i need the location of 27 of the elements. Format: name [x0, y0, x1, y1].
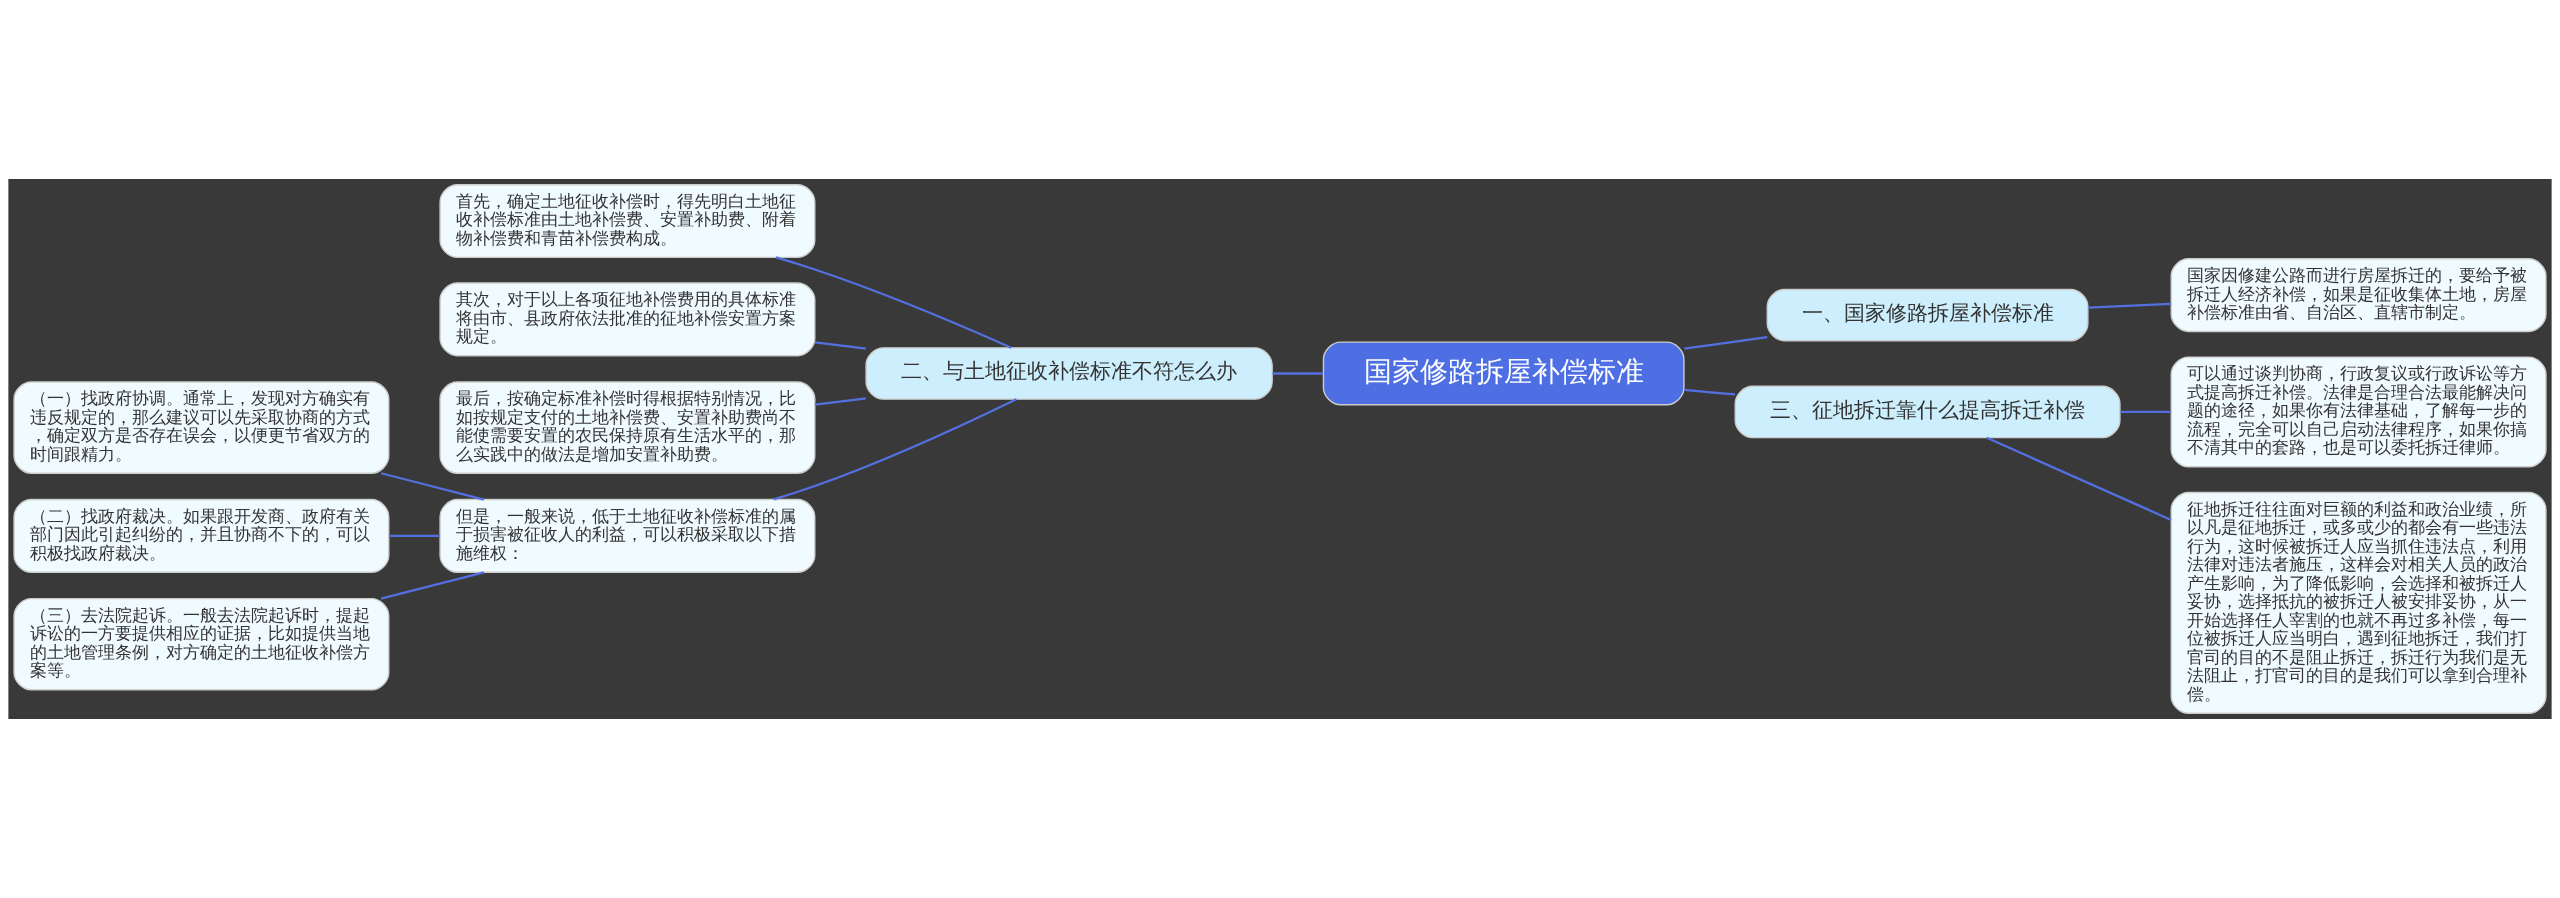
- connector: [1684, 336, 1768, 350]
- connector: [814, 341, 866, 350]
- node-box: 一、国家修路拆屋补偿标准: [1766, 288, 2089, 342]
- connector: [773, 398, 1017, 501]
- node-box: （二）找政府裁决。如果跟开发商、政府有关部门因此引起纠纷的，并且协商不下的，可以积极找政府裁决。: [13, 498, 390, 573]
- node-box: 征地拆迁往往面对巨额的利益和政治业绩，所以凡是征地拆迁，或多或少的都会有一些违法行为，这时候被拆迁人应当抓住违法点，利用法律对违法者施压，这样会对相关人员的政治产生影响，为了降低影响，会选择和被拆迁人妥协，选择抵抗的被拆迁人被安排妥协，从一开始选择任人宰割的也就不再过多补偿，每一位被拆迁人应当明白，遇到征地拆迁，我们打官司的目的不是阻止拆迁，拆迁行为我们是无法阻止，打官司的目的是我们可以拿到合理补偿。: [2170, 491, 2547, 714]
- node-box: （三）去法院起诉。一般去法院起诉时，提起诉讼的一方要提供相应的证据，比如提供当地的土地管理条例，对方确定的土地征收补偿方案等。: [13, 597, 390, 691]
- node-box: 但是，一般来说，低于土地征收补偿标准的属于损害被征收人的利益，可以积极采取以下措施维权：: [439, 498, 816, 573]
- connector: [814, 397, 866, 406]
- connector: [1986, 436, 2172, 521]
- connector: [389, 534, 440, 538]
- node-box: 国家因修建公路而进行房屋拆迁的，要给予被拆迁人经济补偿，如果是征收集体土地，房屋补偿标准由省、自治区、直辖市制定。: [2170, 258, 2547, 333]
- connector: [380, 571, 485, 600]
- node-box: 二、与土地征收补偿标准不符怎么办: [865, 347, 1273, 400]
- connector: [2088, 302, 2171, 309]
- connector: [775, 256, 1012, 349]
- node-box: 三、征地拆迁靠什么提高拆迁补偿: [1734, 385, 2121, 439]
- node-box: 其次，对于以上各项征地补偿费用的具体标准将由市、县政府依法批准的征地补偿安置方案规定。: [439, 282, 816, 357]
- node-box: 国家修路拆屋补偿标准: [1322, 341, 1685, 406]
- node-box: 首先，确定土地征收补偿时，得先明白土地征收补偿标准由土地补偿费、安置补助费、附着物补偿费和青苗补偿费构成。: [439, 184, 816, 259]
- node-box: 可以通过谈判协商，行政复议或行政诉讼等方式提高拆迁补偿。法律是合理合法最能解决问题的途径，如果你有法律基础，了解每一步的流程，完全可以自己启动法律程序，如果你搞不清其中的套路，也是可以委托拆迁律师。: [2170, 356, 2547, 468]
- node-box: 最后，按确定标准补偿时得根据特别情况，比如按规定支付的土地补偿费、安置补助费尚不能使需要安置的农民保持原有生活水平的，那么实践中的做法是增加安置补助费。: [439, 381, 816, 474]
- connector: [1684, 388, 1736, 396]
- connector: [1272, 372, 1324, 375]
- connector: [380, 472, 485, 501]
- connector: [2120, 410, 2171, 414]
- node-box: （一）找政府协调。通常上，发现对方确实有违反规定的，那么建议可以先采取协商的方式，确定双方是否存在误会，以便更节省双方的时间跟精力。: [13, 381, 390, 474]
